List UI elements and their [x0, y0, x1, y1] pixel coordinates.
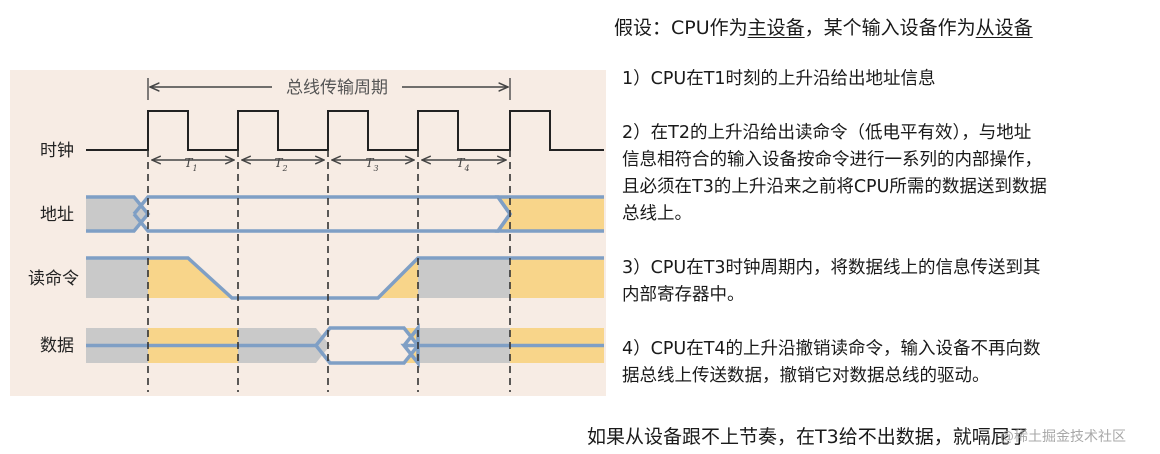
- data-label: 数据: [40, 336, 74, 356]
- footer-note: 如果从设备跟不上节奏，在T3给不出数据，就嗝屁了: [587, 426, 1029, 448]
- master-device-term: 主设备: [747, 17, 805, 39]
- step-1: 1）CPU在T1时刻的上升沿给出地址信息: [622, 69, 936, 89]
- period-label-t3: T3: [365, 156, 378, 173]
- step-3: 3）CPU在T3时钟周期内，将数据线上的信息传送到其 内部寄存器中。: [622, 258, 1041, 305]
- read-command-label: 读命令: [28, 269, 79, 289]
- step-2: 2）在T2的上升沿给出读命令（低电平有效），与地址 信息相符合的输入设备按命令进…: [622, 123, 1047, 224]
- bus-cycle-dimension: [147, 78, 511, 100]
- address-label: 地址: [40, 205, 74, 225]
- bus-cycle-label: 总线传输周期: [286, 78, 388, 98]
- step-4: 4）CPU在T4的上升沿撤销读命令，输入设备不再向数 据总线上传送数据，撤销它对…: [622, 339, 1041, 386]
- period-label-t4: T4: [456, 156, 469, 173]
- slave-device-term: 从设备: [975, 17, 1033, 39]
- timing-guide-lines: [147, 150, 511, 392]
- assumption-heading: 假设：CPU作为主设备，某个输入设备作为从设备: [614, 17, 1033, 39]
- bus-timing-diagram: 总线传输周期 时钟 地址 读命令 数据 T1 T2 T3 T4: [10, 70, 606, 396]
- period-label-t2: T2: [274, 156, 287, 173]
- clock-waveform: [86, 110, 604, 151]
- watermark: @稀土掘金技术社区: [1000, 429, 1126, 445]
- data-bus: [86, 323, 604, 368]
- read-command-signal: [86, 256, 604, 300]
- clock-label: 时钟: [40, 141, 74, 161]
- period-label-t1: T1: [184, 156, 197, 173]
